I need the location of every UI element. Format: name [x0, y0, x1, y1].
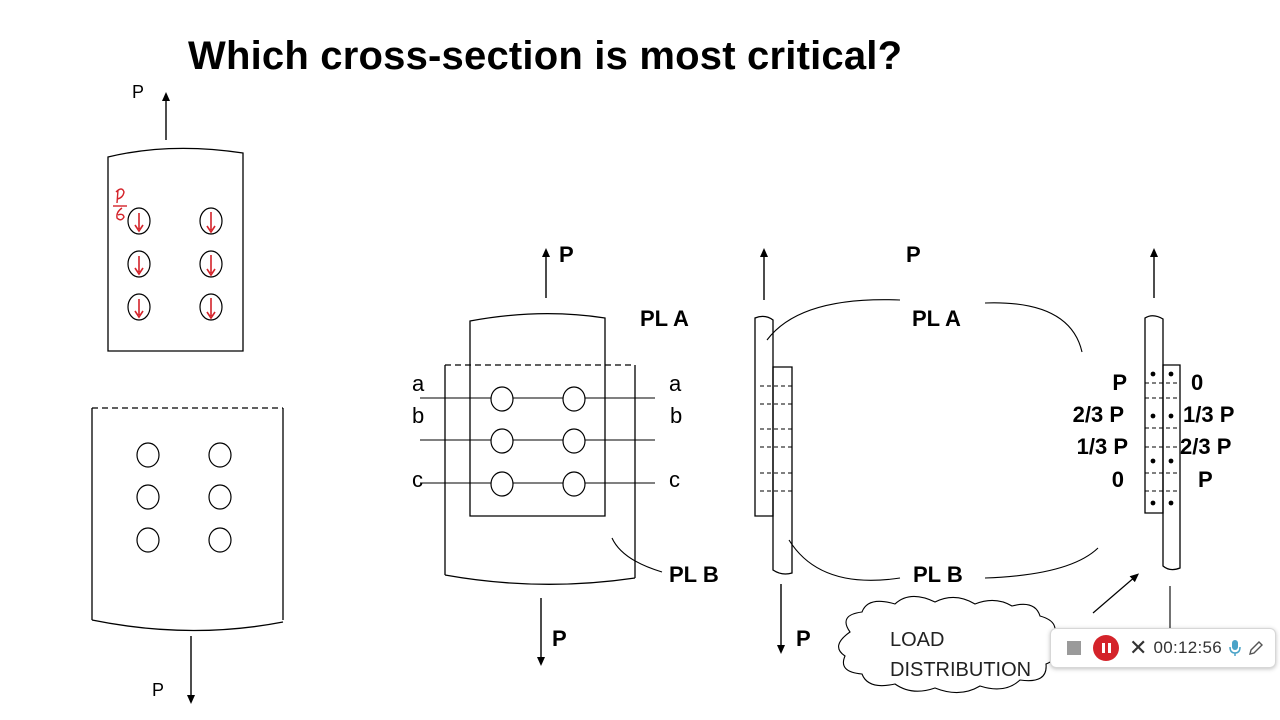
- pause-button[interactable]: [1093, 635, 1119, 661]
- bolt-hole: [490, 386, 514, 412]
- plate-b-outline: [444, 574, 636, 585]
- figure-3-lap-joint-plan: P a a b b c c PL A PL B P: [412, 242, 719, 666]
- right-load-value: P: [1198, 467, 1213, 492]
- plate-b-label: PL B: [669, 562, 719, 587]
- bolt-hole: [127, 250, 151, 278]
- left-load-value: 0: [1112, 467, 1124, 492]
- leader-curve: [766, 299, 901, 341]
- recording-timer: 00:12:56: [1153, 638, 1223, 657]
- bolt-hole: [208, 527, 232, 553]
- bolt-hole: [127, 293, 151, 321]
- bolt-hole: [562, 428, 586, 454]
- section-label-b-right: b: [670, 403, 682, 428]
- bolt-hole: [208, 484, 232, 510]
- leader-curve: [788, 539, 901, 581]
- right-load-value: 2/3 P: [1180, 434, 1231, 459]
- load-label: P: [152, 680, 164, 700]
- section-label-c-left: c: [412, 467, 423, 492]
- figure-5-load-distribution: P 2/3 P 1/3 P 0 0 1/3 P 2/3 P P: [1073, 248, 1234, 632]
- bolt-hole: [490, 428, 514, 454]
- load-label-top: P: [559, 242, 574, 267]
- right-load-value: 0: [1191, 370, 1203, 395]
- left-load-value: 2/3 P: [1073, 402, 1124, 427]
- plate-a-label: PL A: [912, 306, 961, 331]
- bolt-hole: [562, 386, 586, 412]
- bolt-hole: [208, 442, 232, 468]
- bolt-holes: [127, 207, 223, 321]
- red-force-arrows: [134, 212, 216, 320]
- plate-b-strip: [772, 366, 793, 575]
- bolt-hole: [136, 484, 160, 510]
- bolt-holes: [136, 442, 232, 553]
- bolt-hole: [136, 442, 160, 468]
- bolt-hole: [199, 250, 223, 278]
- section-label-c-right: c: [669, 467, 680, 492]
- bolt-hole: [136, 527, 160, 553]
- bolt-lines: [760, 385, 792, 492]
- bolt-hole: [199, 293, 223, 321]
- leader-curve: [984, 547, 1099, 579]
- stop-button[interactable]: [1067, 641, 1081, 655]
- plate-b-strip: [1162, 364, 1181, 571]
- slide-title: Which cross-section is most critical?: [188, 34, 903, 78]
- close-icon[interactable]: ✕: [1129, 635, 1148, 660]
- bolt-hole: [562, 471, 586, 497]
- callout-line-1: LOAD: [890, 629, 944, 651]
- plate-a-strip: [754, 315, 774, 517]
- handwritten-p-over-6: [113, 188, 127, 221]
- figure-4-lap-joint-side-left: P PL A PL B P: [754, 242, 1099, 654]
- plate-outline: [107, 147, 244, 352]
- section-label-a-left: a: [412, 371, 425, 396]
- left-load-value: 1/3 P: [1077, 434, 1128, 459]
- leader-curve: [984, 302, 1083, 353]
- bolt-hole: [199, 207, 223, 235]
- load-label: P: [132, 82, 144, 102]
- section-label-b-left: b: [412, 403, 424, 428]
- bolt-dots: [1150, 371, 1174, 506]
- callout-arrow: [1092, 573, 1140, 614]
- callout-line-2: DISTRIBUTION: [890, 659, 1031, 681]
- microphone-icon[interactable]: [1228, 639, 1242, 657]
- plate-b-label: PL B: [913, 562, 963, 587]
- plate-a-outline: [469, 313, 606, 517]
- right-load-value: 1/3 P: [1183, 402, 1234, 427]
- pen-icon[interactable]: [1248, 640, 1264, 656]
- bolt-hole: [490, 471, 514, 497]
- bolt-holes: [490, 386, 586, 497]
- bolt-lines: [1145, 382, 1180, 492]
- section-label-a-right: a: [669, 371, 682, 396]
- bolt-hole: [127, 207, 151, 235]
- figure-2-bolted-plate: P: [91, 407, 284, 704]
- screen-recorder-toolbar: ✕ 00:12:56: [1050, 628, 1276, 668]
- leader-line: [611, 537, 663, 573]
- load-label-top: P: [906, 242, 921, 267]
- figure-1-bolted-plate: P: [107, 82, 244, 352]
- plate-a-label: PL A: [640, 306, 689, 331]
- load-label-bottom: P: [796, 626, 811, 651]
- load-label-bottom: P: [552, 626, 567, 651]
- left-load-value: P: [1112, 370, 1127, 395]
- load-distribution-callout: LOAD DISTRIBUTION: [838, 573, 1140, 694]
